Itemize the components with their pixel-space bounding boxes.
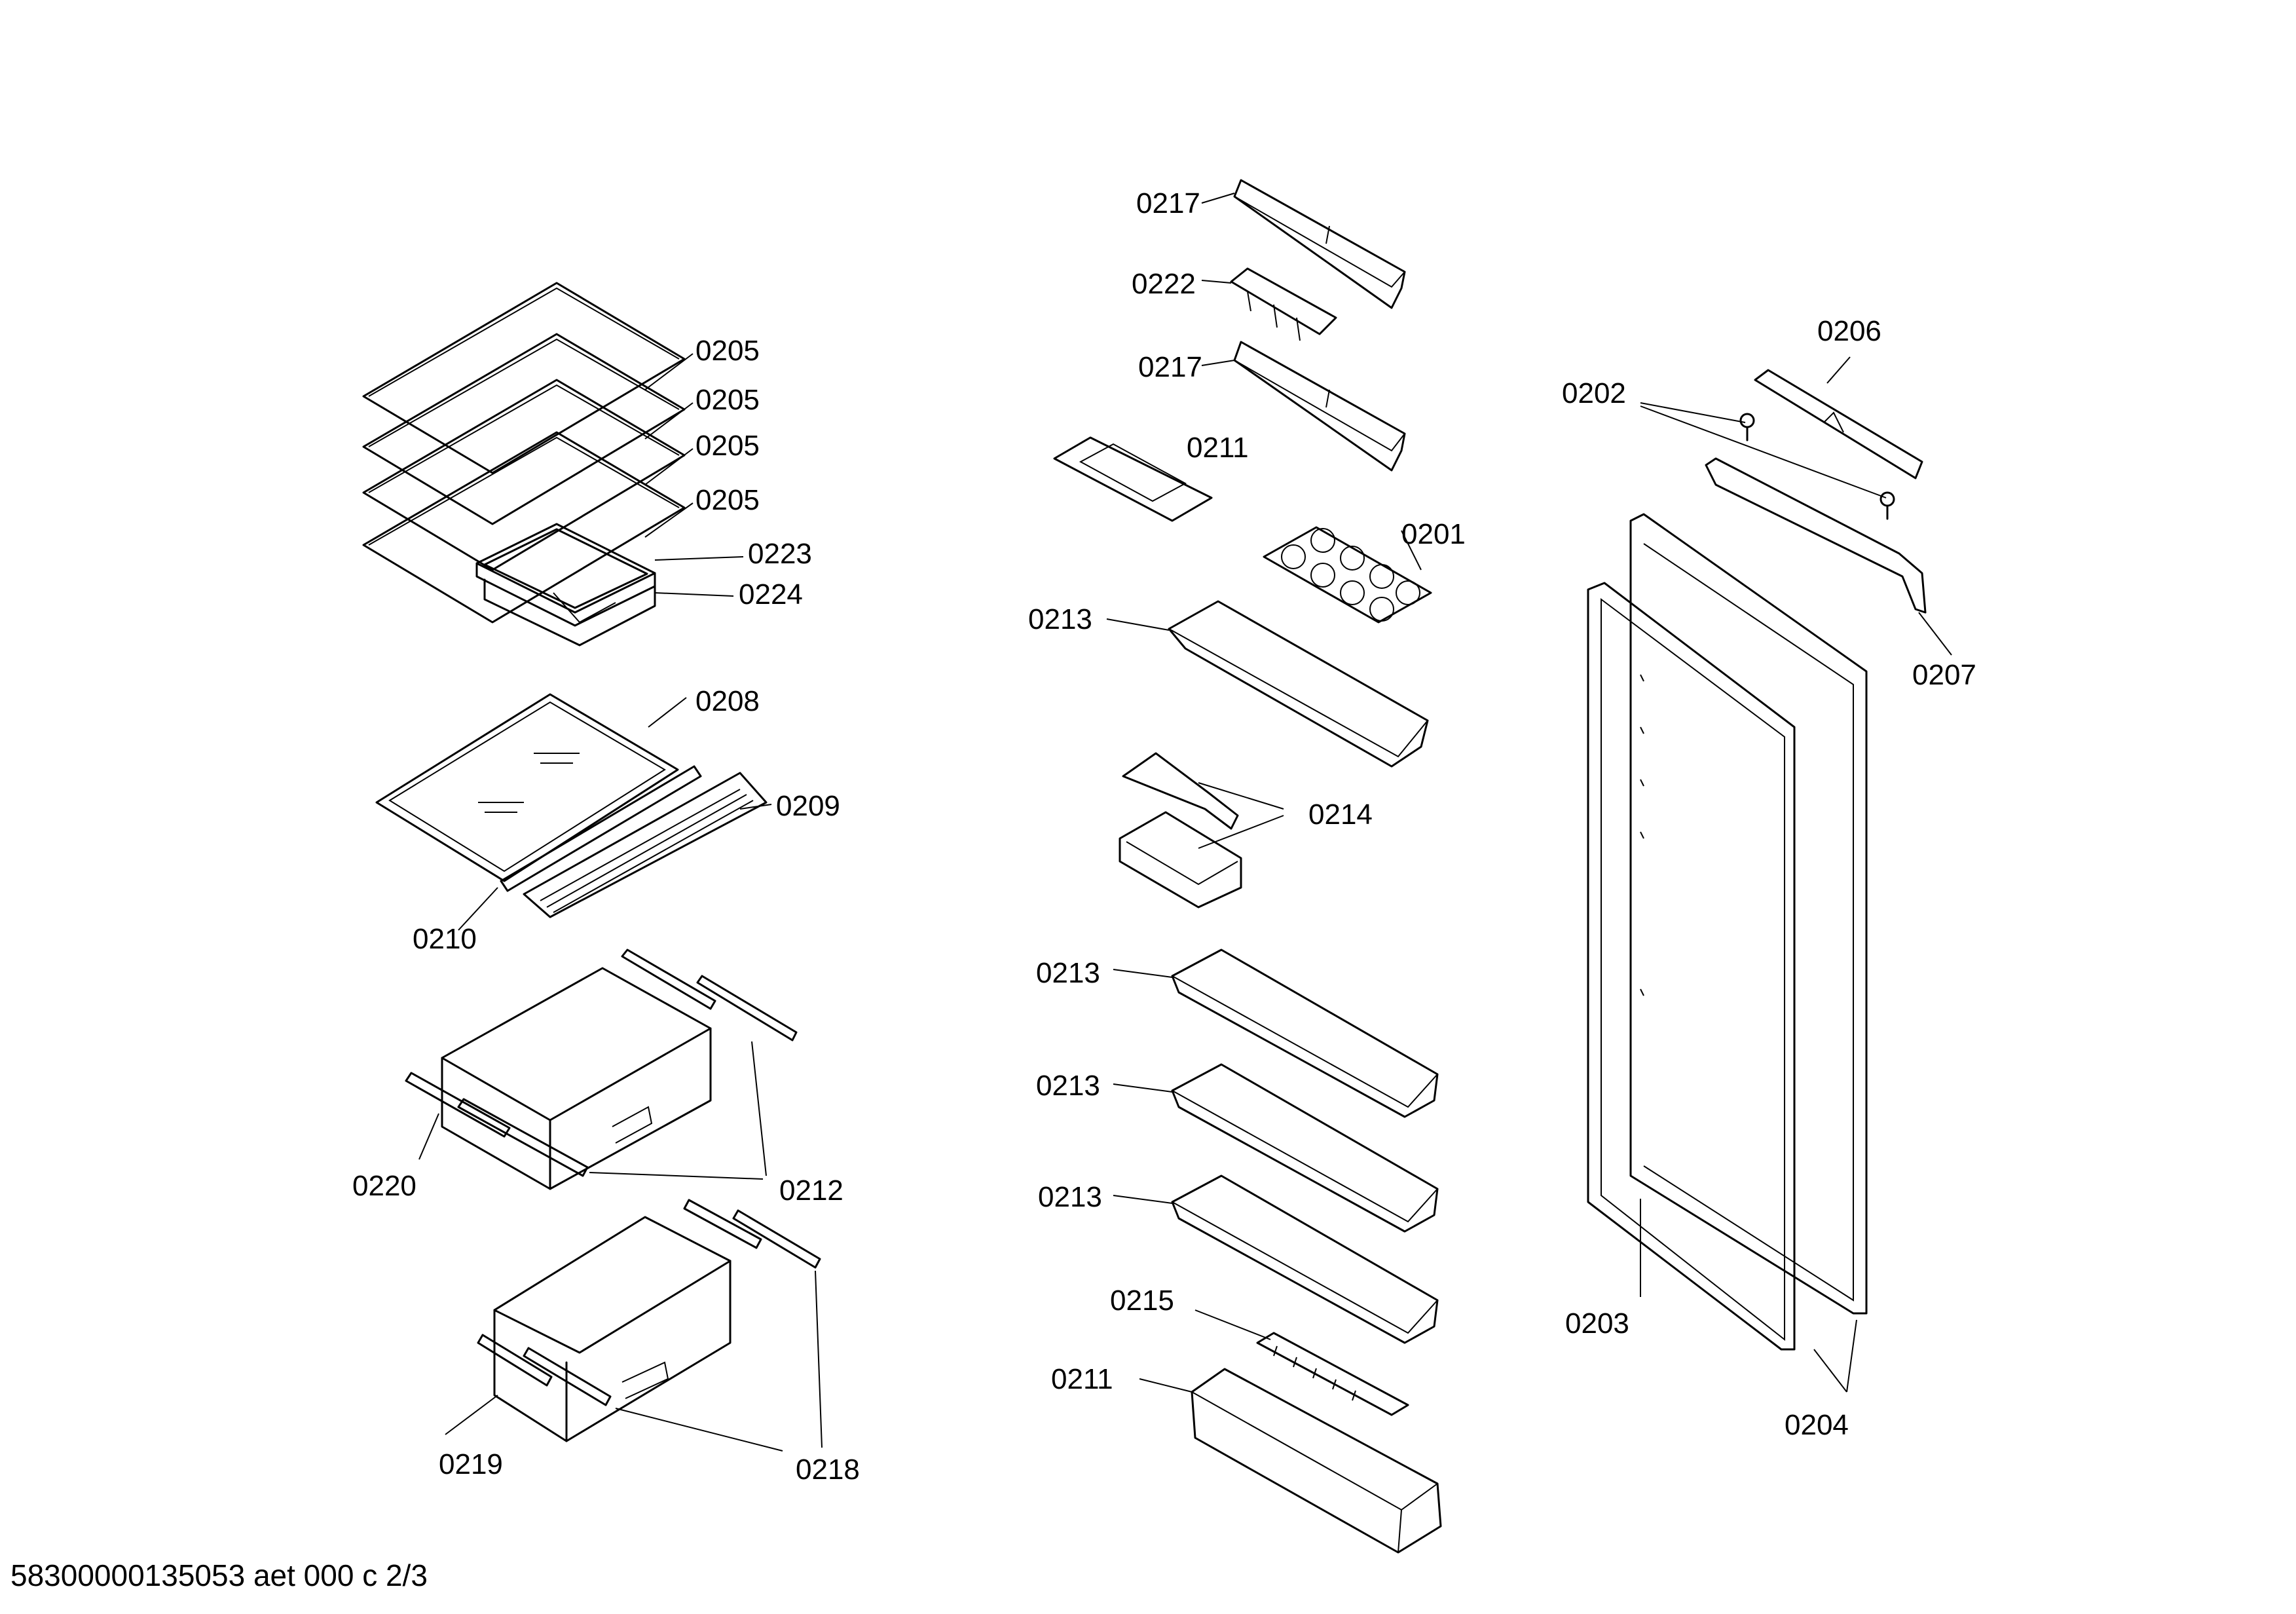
label-0212: 0212 <box>779 1174 843 1207</box>
label-0206: 0206 <box>1817 315 1881 347</box>
label-0213: 0213 <box>1038 1181 1102 1213</box>
label-0217: 0217 <box>1136 187 1200 219</box>
label-0217: 0217 <box>1138 351 1202 383</box>
strip-0210 <box>500 765 702 892</box>
drawing-code: 58300000135053 aet 000 c 2/3 <box>10 1558 428 1592</box>
door-shelf-0213-1 <box>1168 600 1429 768</box>
rails-0212 <box>405 948 798 1177</box>
drawer-0223 <box>475 523 656 627</box>
label-0219: 0219 <box>439 1448 503 1480</box>
label-0205: 0205 <box>695 484 760 516</box>
label-0215: 0215 <box>1110 1285 1174 1317</box>
ice-tray-0211 <box>1053 436 1213 522</box>
label-0208: 0208 <box>695 685 760 717</box>
door-bin-0217-lower <box>1233 341 1406 472</box>
screw-0202-a <box>1739 413 1755 441</box>
label-0209: 0209 <box>776 790 840 822</box>
egg-insert-0222 <box>1230 267 1337 341</box>
label-0211: 0211 <box>1187 432 1249 464</box>
label-0211: 0211 <box>1051 1363 1113 1395</box>
label-0222: 0222 <box>1132 268 1196 300</box>
label-0203: 0203 <box>1565 1307 1629 1340</box>
rails-0218 <box>477 1199 821 1406</box>
label-0213: 0213 <box>1036 957 1100 989</box>
door-panel-0203 <box>1629 513 1868 1315</box>
label-0204: 0204 <box>1785 1409 1849 1441</box>
label-0210: 0210 <box>413 923 477 955</box>
label-0223: 0223 <box>748 538 812 570</box>
grille-0209 <box>523 772 768 918</box>
label-0205: 0205 <box>695 384 760 416</box>
label-0205: 0205 <box>695 430 760 462</box>
crisper-drawer-0220 <box>441 967 712 1190</box>
door-bin-0217-top <box>1233 179 1406 309</box>
shelf-0205-4 <box>362 431 686 624</box>
label-0201: 0201 <box>1401 518 1466 550</box>
door-gasket-0204 <box>1587 582 1796 1351</box>
door-shelf-0213-4 <box>1171 1174 1439 1344</box>
egg-tray-0201 <box>1263 526 1432 624</box>
butter-dish-0214 <box>1119 752 1242 909</box>
lower-drawer-0219 <box>493 1216 731 1442</box>
part-labels: 0205 0205 0205 0205 0223 0224 0208 0209 … <box>352 187 1976 1486</box>
door-shelf-0213-3 <box>1171 1063 1439 1233</box>
shelf-0205-1 <box>362 282 686 474</box>
shelf-0205-2 <box>362 333 686 525</box>
label-0214: 0214 <box>1308 798 1373 831</box>
label-0218: 0218 <box>796 1454 860 1486</box>
bottle-retainer-0215 <box>1256 1332 1409 1416</box>
label-0224: 0224 <box>739 578 803 610</box>
bottle-shelf-0211 <box>1191 1368 1442 1554</box>
door-shelf-0213-2 <box>1171 948 1439 1118</box>
tray-0224 <box>483 578 656 647</box>
hinge-cover-0206 <box>1754 369 1923 479</box>
leader-lines <box>418 193 1952 1452</box>
label-0205: 0205 <box>695 335 760 367</box>
hinge-bracket-0207 <box>1705 457 1927 614</box>
glass-cover-0208 <box>375 693 679 882</box>
label-0213: 0213 <box>1036 1070 1100 1102</box>
label-0213: 0213 <box>1028 603 1092 635</box>
label-0202: 0202 <box>1562 377 1626 409</box>
label-0220: 0220 <box>352 1170 417 1202</box>
label-0207: 0207 <box>1912 659 1976 691</box>
screw-0202-b <box>1879 491 1895 520</box>
